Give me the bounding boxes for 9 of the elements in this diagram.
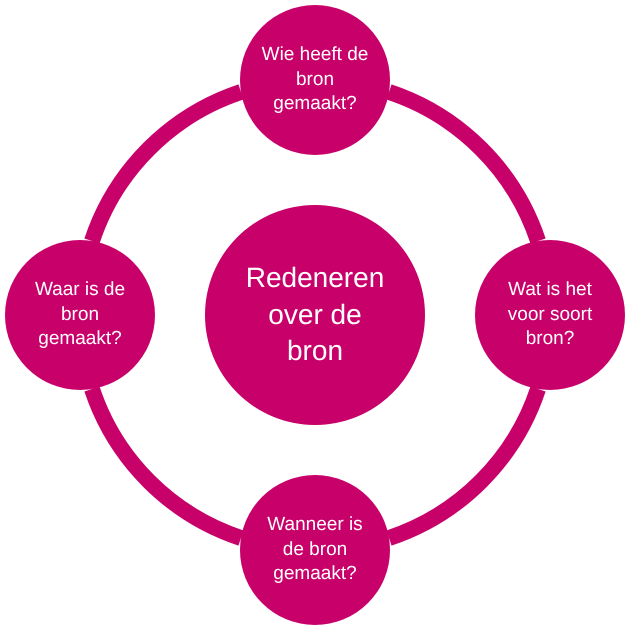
ring-connector <box>84 84 244 244</box>
node-label: Wanneer is de bron gemaakt? <box>266 512 364 586</box>
ring-connector <box>386 386 546 546</box>
node-label: Wat is het voor soort bron? <box>506 278 594 352</box>
node-label: Redeneren over de bron <box>244 261 386 368</box>
ring-connector <box>84 386 244 546</box>
node-label: Waar is de bron gemaakt? <box>34 278 126 352</box>
ring-connector <box>386 84 546 244</box>
node-label: Wie heeft de bron gemaakt? <box>260 42 370 116</box>
